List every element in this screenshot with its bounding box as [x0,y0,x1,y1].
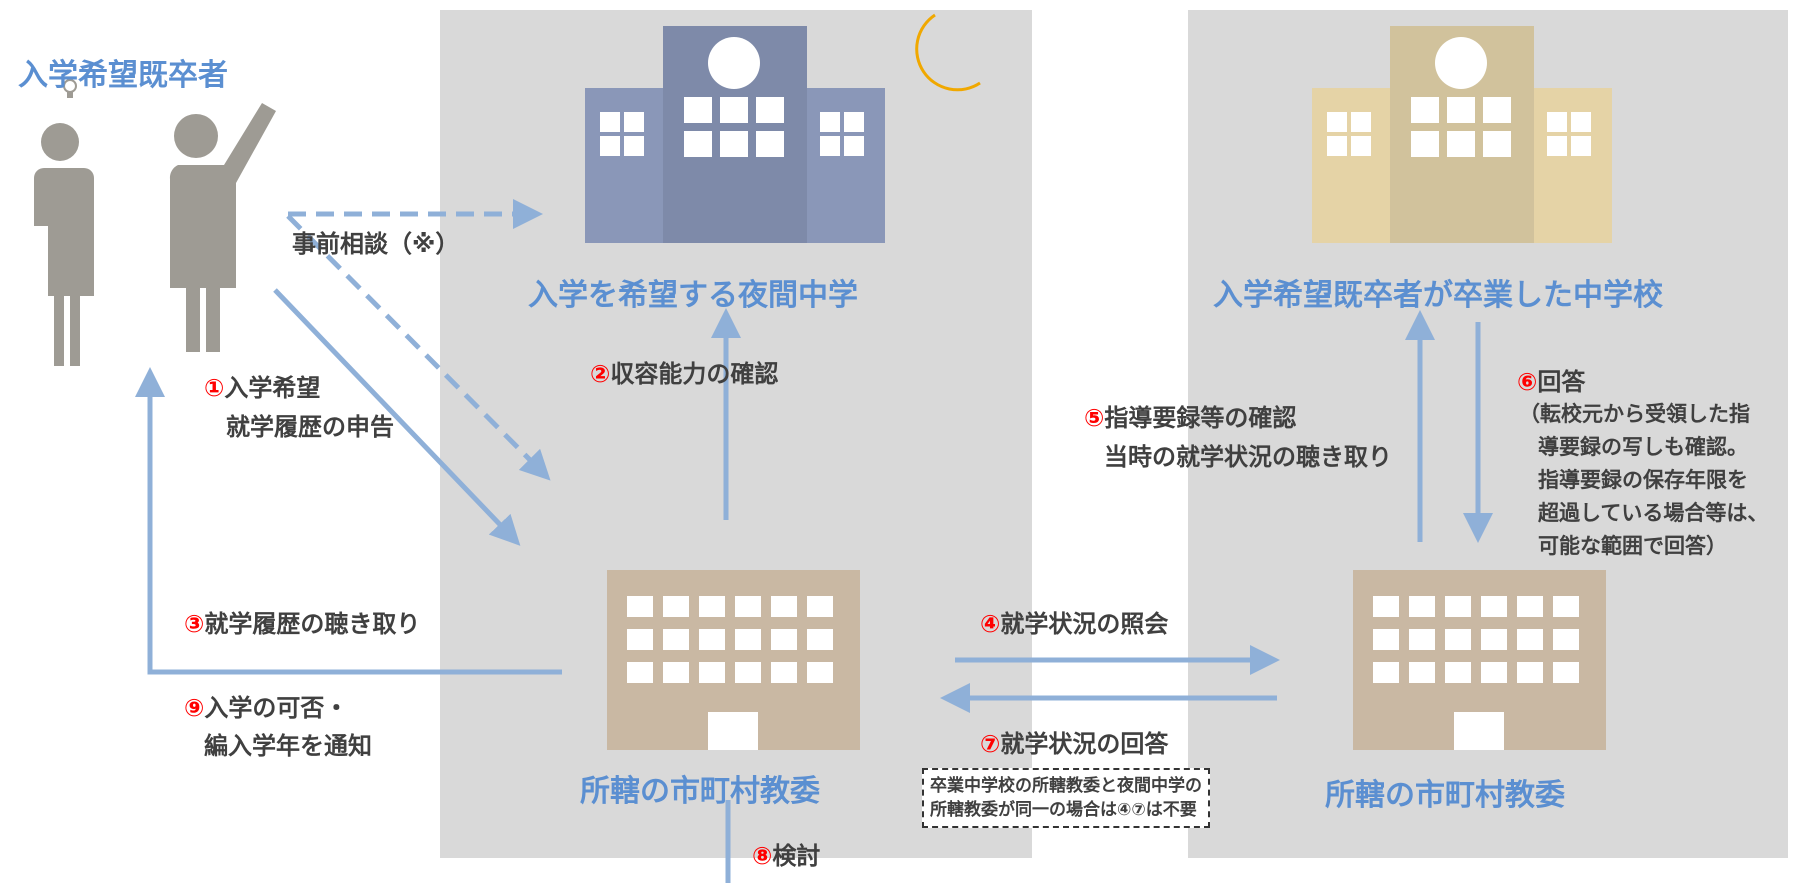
board-right-title: 所轄の市町村教委 [1325,778,1565,813]
step7-text: 就学状況の回答 [1000,730,1169,758]
step6-detail-line3: 指導要録の保存年限を [1538,468,1748,492]
step3-number: ③ [184,610,205,638]
person-thinking-icon [34,123,94,366]
moon-icon [915,13,981,92]
step3-label: ③就学履歴の聴き取り [184,604,420,639]
step3-text: 就学履歴の聴き取り [204,610,421,638]
board-building-left [607,570,860,750]
step9-line2-label: 編入学年を通知 [204,732,372,760]
night-school-title: 入学を希望する夜間中学 [528,278,858,313]
step6-label: ⑥回答 [1517,362,1585,397]
step6-text: 回答 [1537,368,1586,396]
step5-line2-label: 当時の就学状況の聴き取り [1104,443,1392,471]
step2-label: ②収容能力の確認 [590,354,778,389]
step2-number: ② [590,360,611,388]
step9-number: ⑨ [184,694,205,722]
step5-line1: 指導要録等の確認 [1104,404,1297,432]
step1-line1: 入学希望 [224,374,321,402]
step8-number: ⑧ [752,842,773,870]
step5-label: ⑤指導要録等の確認 [1084,398,1296,433]
step4-label: ④就学状況の照会 [980,604,1168,639]
step7-label: ⑦就学状況の回答 [980,724,1168,759]
note-line1: 卒業中学校の所轄教委と夜間中学の [930,776,1202,796]
arrow-pre-consult-diagonal [286,214,551,481]
step1-number: ① [204,374,225,402]
step6-detail-line2: 導要録の写しも確認。 [1538,435,1748,459]
note-box: 卒業中学校の所轄教委と夜間中学の 所轄教委が同一の場合は④⑦は不要 [922,768,1210,828]
person-pointing-icon [168,103,276,352]
step5-number: ⑤ [1084,404,1105,432]
arrow-step1 [273,288,521,546]
step4-number: ④ [980,610,1001,638]
board-building-right [1353,570,1606,750]
step6-detail-line5: 可能な範囲で回答） [1538,534,1727,558]
step7-number: ⑦ [980,730,1001,758]
step9-line1: 入学の可否・ [204,694,349,722]
note-line2: 所轄教委が同一の場合は④⑦は不要 [930,800,1197,820]
step1-line2-label: 就学履歴の申告 [226,413,394,441]
step1-label: ①入学希望 [204,368,320,403]
grad-school-title: 入学希望既卒者が卒業した中学校 [1213,278,1663,313]
step6-number: ⑥ [1517,368,1538,396]
step9-label: ⑨入学の可否・ [184,688,348,723]
grad-school-building [1312,26,1612,243]
step6-detail-line4: 超過している場合等は、 [1538,501,1769,525]
step8-text: 検討 [772,842,821,870]
lightbulb-icon [63,79,77,98]
pre-consult-label: 事前相談（※） [292,230,460,258]
night-school-building [585,26,885,243]
step6-detail-line1: （転校元から受領した指 [1519,402,1750,426]
arrow-step3-9 [135,367,562,675]
step2-text: 収容能力の確認 [610,360,779,388]
applicant-title: 入学希望既卒者 [18,58,228,93]
step4-text: 就学状況の照会 [1000,610,1169,638]
board-left-title: 所轄の市町村教委 [580,774,820,809]
step8-label: ⑧検討 [752,836,820,871]
